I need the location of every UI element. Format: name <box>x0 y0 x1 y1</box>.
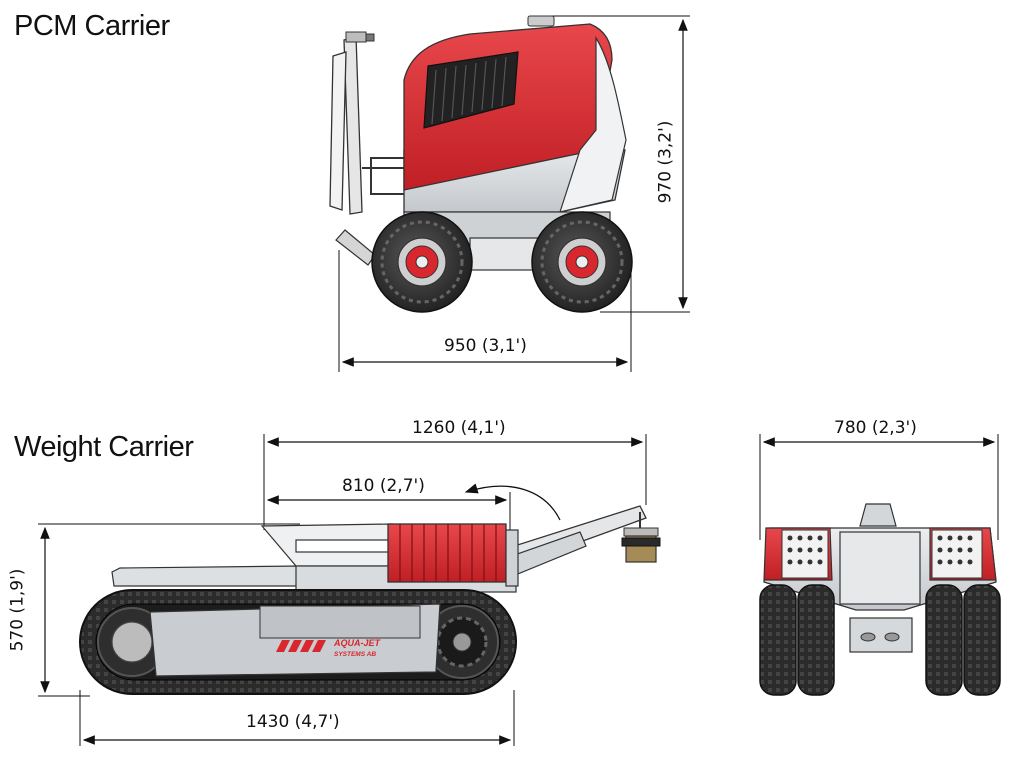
rear-width-label: 780 (2,3') <box>834 418 917 438</box>
weight-height-label: 570 (1,9') <box>7 568 28 652</box>
weight-overall-label: 1260 (4,1') <box>412 418 506 438</box>
crawler-track <box>79 589 517 695</box>
brand-logo-bottom: SYSTEMS AB <box>334 651 376 658</box>
pcm-width-label: 950 (3,1') <box>444 336 527 356</box>
rear-right-tracks <box>925 584 1001 696</box>
brand-logo-top: AQUA-JET <box>333 638 382 648</box>
pcm-wheel-right <box>531 211 633 313</box>
weight-block <box>387 523 507 583</box>
pcm-wheel-left <box>371 211 473 313</box>
pcm-height-label: 970 (3,2') <box>655 120 676 204</box>
weight-boom-label: 810 (2,7') <box>342 476 425 496</box>
weight-carrier-heading: Weight Carrier <box>14 431 194 463</box>
weight-carrier-side-drawing: AQUA-JET SYSTEMS AB <box>38 434 661 746</box>
rear-left-tracks <box>759 584 835 696</box>
pcm-carrier-heading: PCM Carrier <box>14 10 170 42</box>
pcm-carrier-drawing <box>329 15 690 372</box>
weight-length-label: 1430 (4,7') <box>246 712 340 732</box>
weight-carrier-rear-drawing <box>759 434 1001 696</box>
